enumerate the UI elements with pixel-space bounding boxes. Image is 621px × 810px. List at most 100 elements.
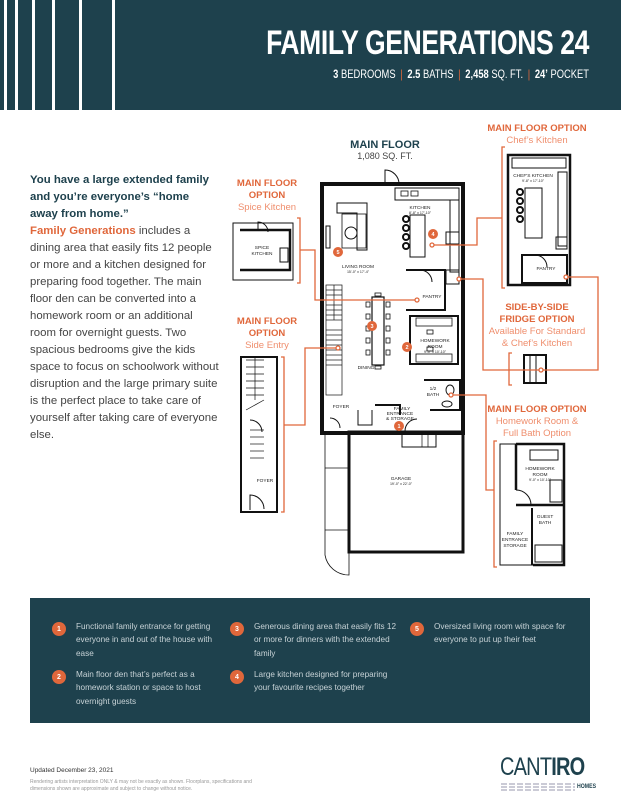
spec-bedrooms-num: 3 xyxy=(333,67,339,81)
option-subtitle: Full Bath Option xyxy=(502,428,572,439)
chefs-kitchen-option-label: MAIN FLOOR OPTION Chef’s Kitchen xyxy=(482,123,592,147)
room-label-kitchen: KITCHEN xyxy=(409,205,431,211)
feature-item: 4 Large kitchen designed for preparing y… xyxy=(230,668,399,695)
room-label-chefs-pantry: PANTRY xyxy=(536,266,556,272)
marker-4-label: 4 xyxy=(431,232,435,238)
room-label-family-entrance: ENTRANCE xyxy=(387,411,413,417)
side-entry-plan xyxy=(240,356,278,513)
marker-1-label: 1 xyxy=(397,424,400,430)
header-stripe xyxy=(32,0,35,110)
room-label-option-entry: ENTRANCE xyxy=(502,537,528,543)
spice-kitchen-option-label: MAIN FLOOR OPTION Spice Kitchen xyxy=(228,178,306,214)
feature-item: 1 Functional family entrance for getting… xyxy=(52,620,221,660)
fridge-plan xyxy=(523,354,547,384)
main-floor-heading: MAIN FLOOR 1,080 SQ. FT. xyxy=(340,139,430,161)
spec-pocket-num: 24’ xyxy=(534,67,548,81)
option-heading: MAIN FLOOR OPTION xyxy=(487,404,587,415)
room-label-half-bath: BATH xyxy=(427,392,440,398)
room-label-option-homework: ROOM xyxy=(533,472,548,478)
marker-5-label: 5 xyxy=(336,250,339,256)
room-label-side-foyer: FOYER xyxy=(257,478,274,484)
spec-separator: | xyxy=(400,67,403,81)
feature-text: Generous dining area that easily fits 12… xyxy=(254,622,397,658)
features-panel: 1 Functional family entrance for getting… xyxy=(30,598,590,723)
option-heading: OPTION xyxy=(248,190,286,201)
room-dim-chefs-kitchen: 9'-8" x 17'-10" xyxy=(522,179,545,183)
feature-item: 3 Generous dining area that easily fits … xyxy=(230,620,399,660)
intro-lead: You have a large extended family and you… xyxy=(30,174,209,220)
option-subtitle: Available For Standard xyxy=(488,326,586,337)
floor-plan-drawing: KITCHEN 8'-8" x 17'-10" LIVING ROOM 15'-… xyxy=(232,146,599,576)
room-label-guest-bath: GUEST xyxy=(537,514,554,520)
feature-number-badge: 1 xyxy=(52,622,66,636)
marker-5 xyxy=(333,247,343,257)
logo-text-light: CANT xyxy=(500,753,552,781)
feature-number-badge: 4 xyxy=(230,670,244,684)
room-dim-living: 15'-0" x 17'-4" xyxy=(347,270,370,274)
cantiro-logo: CANTIRO HOMES xyxy=(500,753,597,796)
main-floor-outline xyxy=(320,182,465,435)
room-label-garage: GARAGE xyxy=(391,476,412,482)
room-label-chefs-kitchen: CHEF'S KITCHEN xyxy=(513,173,553,179)
room-label-dining: DINING xyxy=(358,365,375,371)
homework-bath-plan xyxy=(499,442,566,567)
header-stripe xyxy=(4,0,7,110)
header-stripe xyxy=(112,0,115,110)
room-label-guest-bath: BATH xyxy=(539,520,552,526)
option-subtitle: Homework Room & xyxy=(495,416,579,427)
header-banner: FAMILY GENERATIONS 24 3 BEDROOMS|2.5 BAT… xyxy=(0,0,621,110)
intro-paragraph: You have a large extended family and you… xyxy=(30,172,220,444)
homework-bath-option-label: MAIN FLOOR OPTION Homework Room & Full B… xyxy=(482,404,592,440)
spec-separator: | xyxy=(458,67,461,81)
room-label-living: LIVING ROOM xyxy=(342,264,374,270)
option-heading: MAIN FLOOR OPTION xyxy=(487,123,587,134)
feature-text: Functional family entrance for getting e… xyxy=(76,622,213,658)
page-title: FAMILY GENERATIONS 24 xyxy=(266,24,589,62)
garage-outline xyxy=(347,430,465,554)
marker-1 xyxy=(394,421,404,431)
room-label-option-entry: FAMILY xyxy=(507,531,525,537)
updated-date: Updated December 23, 2021 xyxy=(30,767,114,774)
header-stripe xyxy=(52,0,55,110)
room-label-homework: HOMEWORK xyxy=(420,338,450,344)
feature-text: Large kitchen designed for preparing you… xyxy=(254,670,388,693)
main-floor-title: MAIN FLOOR xyxy=(350,139,420,151)
main-floor-area: 1,080 SQ. FT. xyxy=(357,151,413,161)
room-label-foyer: FOYER xyxy=(333,404,350,410)
spec-baths-label: BATHS xyxy=(420,67,454,81)
feature-item: 2 Main floor den that’s perfect as a hom… xyxy=(52,668,221,708)
room-label-spice-kitchen: KITCHEN xyxy=(251,251,273,257)
option-subtitle: Chef’s Kitchen xyxy=(506,135,568,146)
feature-item: 5 Oversized living room with space for e… xyxy=(410,620,579,647)
intro-body: includes a dining area that easily fits … xyxy=(30,225,219,441)
marker-3-label: 3 xyxy=(370,324,373,330)
spec-sqft-label: SQ. FT. xyxy=(488,67,524,81)
spec-pocket-label: POCKET xyxy=(547,67,589,81)
chefs-kitchen-plan xyxy=(506,153,572,287)
feature-text: Main floor den that’s perfect as a homew… xyxy=(76,670,201,706)
option-heading: MAIN FLOOR xyxy=(236,316,298,327)
room-dim-homework: 9'-0" x 10'-10" xyxy=(424,350,447,354)
option-heading: MAIN FLOOR xyxy=(236,178,298,189)
room-dim-option-homework: 9'-0" x 10'-10" xyxy=(529,478,552,482)
header-stripe xyxy=(15,0,18,110)
room-dim-kitchen: 8'-8" x 17'-10" xyxy=(409,211,432,215)
home-specs: 3 BEDROOMS|2.5 BATHS|2,458 SQ. FT.|24’ P… xyxy=(333,67,589,81)
logo-text-bold: IRO xyxy=(551,753,585,781)
room-label-spice-kitchen: SPICE xyxy=(255,245,269,251)
option-subtitle: Spice Kitchen xyxy=(237,202,297,213)
marker-4 xyxy=(428,229,438,239)
room-label-option-entry: STORAGE xyxy=(503,543,526,549)
option-subtitle: Side Entry xyxy=(245,340,289,351)
room-label-family-entrance: & STORAGE xyxy=(386,416,414,422)
spec-sqft-num: 2,458 xyxy=(465,67,489,81)
logo-subtext: HOMES xyxy=(577,783,597,790)
room-label-option-homework: HOMEWORK xyxy=(525,466,555,472)
fridge-option-label: SIDE-BY-SIDE FRIDGE OPTION Available For… xyxy=(482,302,592,350)
feature-number-badge: 5 xyxy=(410,622,424,636)
room-label-pantry: PANTRY xyxy=(422,294,442,300)
spec-baths-num: 2.5 xyxy=(407,67,421,81)
option-heading: SIDE-BY-SIDE xyxy=(505,302,569,313)
marker-2-label: 2 xyxy=(405,345,408,351)
side-entry-option-label: MAIN FLOOR OPTION Side Entry xyxy=(228,316,306,352)
